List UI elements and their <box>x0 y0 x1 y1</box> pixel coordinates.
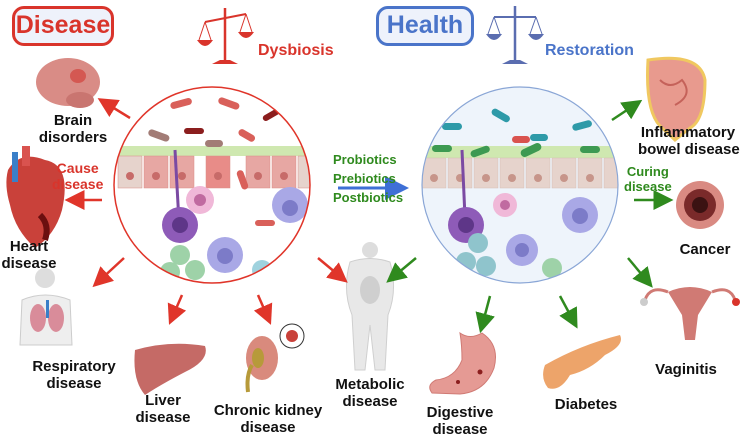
label-line1: Digestive <box>426 404 494 421</box>
intervention-prebiotics: Prebiotics <box>333 171 396 186</box>
kidney-icon <box>245 323 305 393</box>
curing-arrows <box>386 99 674 334</box>
label-line1: Heart <box>9 238 49 255</box>
curing-line2: disease <box>624 179 672 194</box>
balanced-scale-icon <box>486 6 544 64</box>
dysbiosis-gut-circle <box>113 86 311 284</box>
disease-label-heart: Heart disease <box>0 238 64 272</box>
uterus-icon <box>640 287 740 340</box>
disease-label-cancer: Cancer <box>670 241 740 258</box>
body-icon <box>346 242 394 371</box>
disease-label-digestive: Digestive disease <box>420 404 500 438</box>
intervention-postbiotics: Postbiotics <box>333 190 404 205</box>
intestine-icon <box>646 56 707 142</box>
label-line1: Cancer <box>679 241 731 258</box>
lungs-icon <box>19 268 73 346</box>
curing-line1: Curing <box>626 164 669 179</box>
label-line1: Liver <box>145 392 181 409</box>
disease-label-metabolic: Metabolic disease <box>330 376 410 410</box>
label-line1: Metabolic <box>335 376 405 393</box>
cause-disease-label: Cause disease <box>52 160 103 192</box>
label-line2: disease <box>46 375 102 392</box>
disease-label-diabetes: Diabetes <box>546 396 626 413</box>
disease-label-brain: Brain disorders <box>28 112 118 146</box>
label-line1: Vaginitis <box>655 361 717 378</box>
cause-line2: disease <box>52 176 104 192</box>
liver-icon <box>134 343 206 395</box>
brain-icon <box>36 58 100 108</box>
label-line1: Chronic kidney <box>213 402 323 419</box>
unbalanced-scale-icon <box>197 8 254 64</box>
curing-disease-label: Curing disease <box>624 164 672 194</box>
pancreas-icon <box>543 335 621 389</box>
cause-arrows <box>64 98 348 325</box>
label-line2: disease <box>432 421 488 438</box>
label-line1: Diabetes <box>554 396 618 413</box>
intervention-list: Probiotics Prebiotics Postbiotics <box>333 150 403 207</box>
label-line2: disease <box>1 255 57 272</box>
label-line2: disease <box>240 419 296 436</box>
label-line2: bowel disease <box>638 141 740 158</box>
cause-line1: Cause <box>56 160 99 176</box>
health-title: Health <box>376 6 474 46</box>
heart-icon <box>6 146 65 248</box>
label-line1: Respiratory <box>32 358 116 375</box>
tumor-icon <box>676 181 724 229</box>
intervention-probiotics: Probiotics <box>333 152 397 167</box>
healthy-gut-circle <box>421 86 619 284</box>
label-line2: disease <box>342 393 398 410</box>
disease-label-respiratory: Respiratory disease <box>24 358 124 392</box>
label-line2: disorders <box>38 129 108 146</box>
label-line1: Brain <box>53 112 93 129</box>
disease-label-kidney: Chronic kidney disease <box>208 402 328 436</box>
disease-label-vaginitis: Vaginitis <box>646 361 726 378</box>
disease-title: Disease <box>12 6 114 46</box>
disease-label-liver: Liver disease <box>128 392 198 426</box>
dysbiosis-label: Dysbiosis <box>258 42 334 59</box>
disease-label-ibd: Inflammatory bowel disease <box>638 124 740 158</box>
restoration-label: Restoration <box>545 42 634 59</box>
label-line2: disease <box>135 409 191 426</box>
stomach-icon <box>429 331 496 395</box>
label-line1: Inflammatory <box>640 124 736 141</box>
